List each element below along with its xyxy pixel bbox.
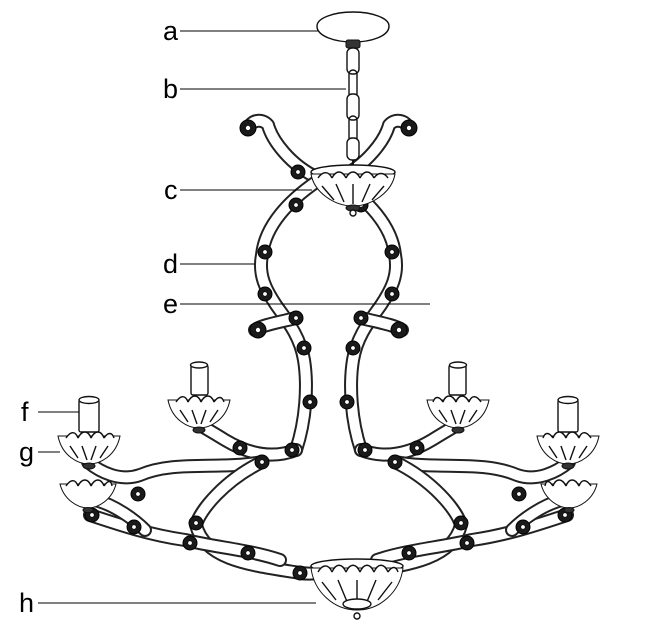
label-b: b	[163, 74, 178, 104]
label-a: a	[163, 16, 179, 46]
lower-center-bowl	[310, 558, 404, 620]
upper-center-bowl	[310, 164, 396, 217]
label-d: d	[163, 249, 178, 279]
label-g: g	[19, 437, 34, 467]
chandelier-arms-left	[57, 113, 332, 581]
label-f: f	[21, 397, 29, 427]
label-e: e	[163, 289, 178, 319]
part-labels: a b c d e f g h	[19, 16, 179, 618]
label-h: h	[19, 588, 34, 618]
rosette-ornaments-left	[84, 119, 318, 581]
bobeche-lower-left	[59, 479, 117, 513]
chain	[346, 47, 360, 170]
candle-cup-inner-left	[167, 361, 231, 434]
ceiling-canopy	[316, 11, 390, 49]
leader-lines	[38, 30, 430, 604]
label-c: c	[164, 175, 178, 205]
candle-cup-outer-left	[57, 395, 121, 470]
